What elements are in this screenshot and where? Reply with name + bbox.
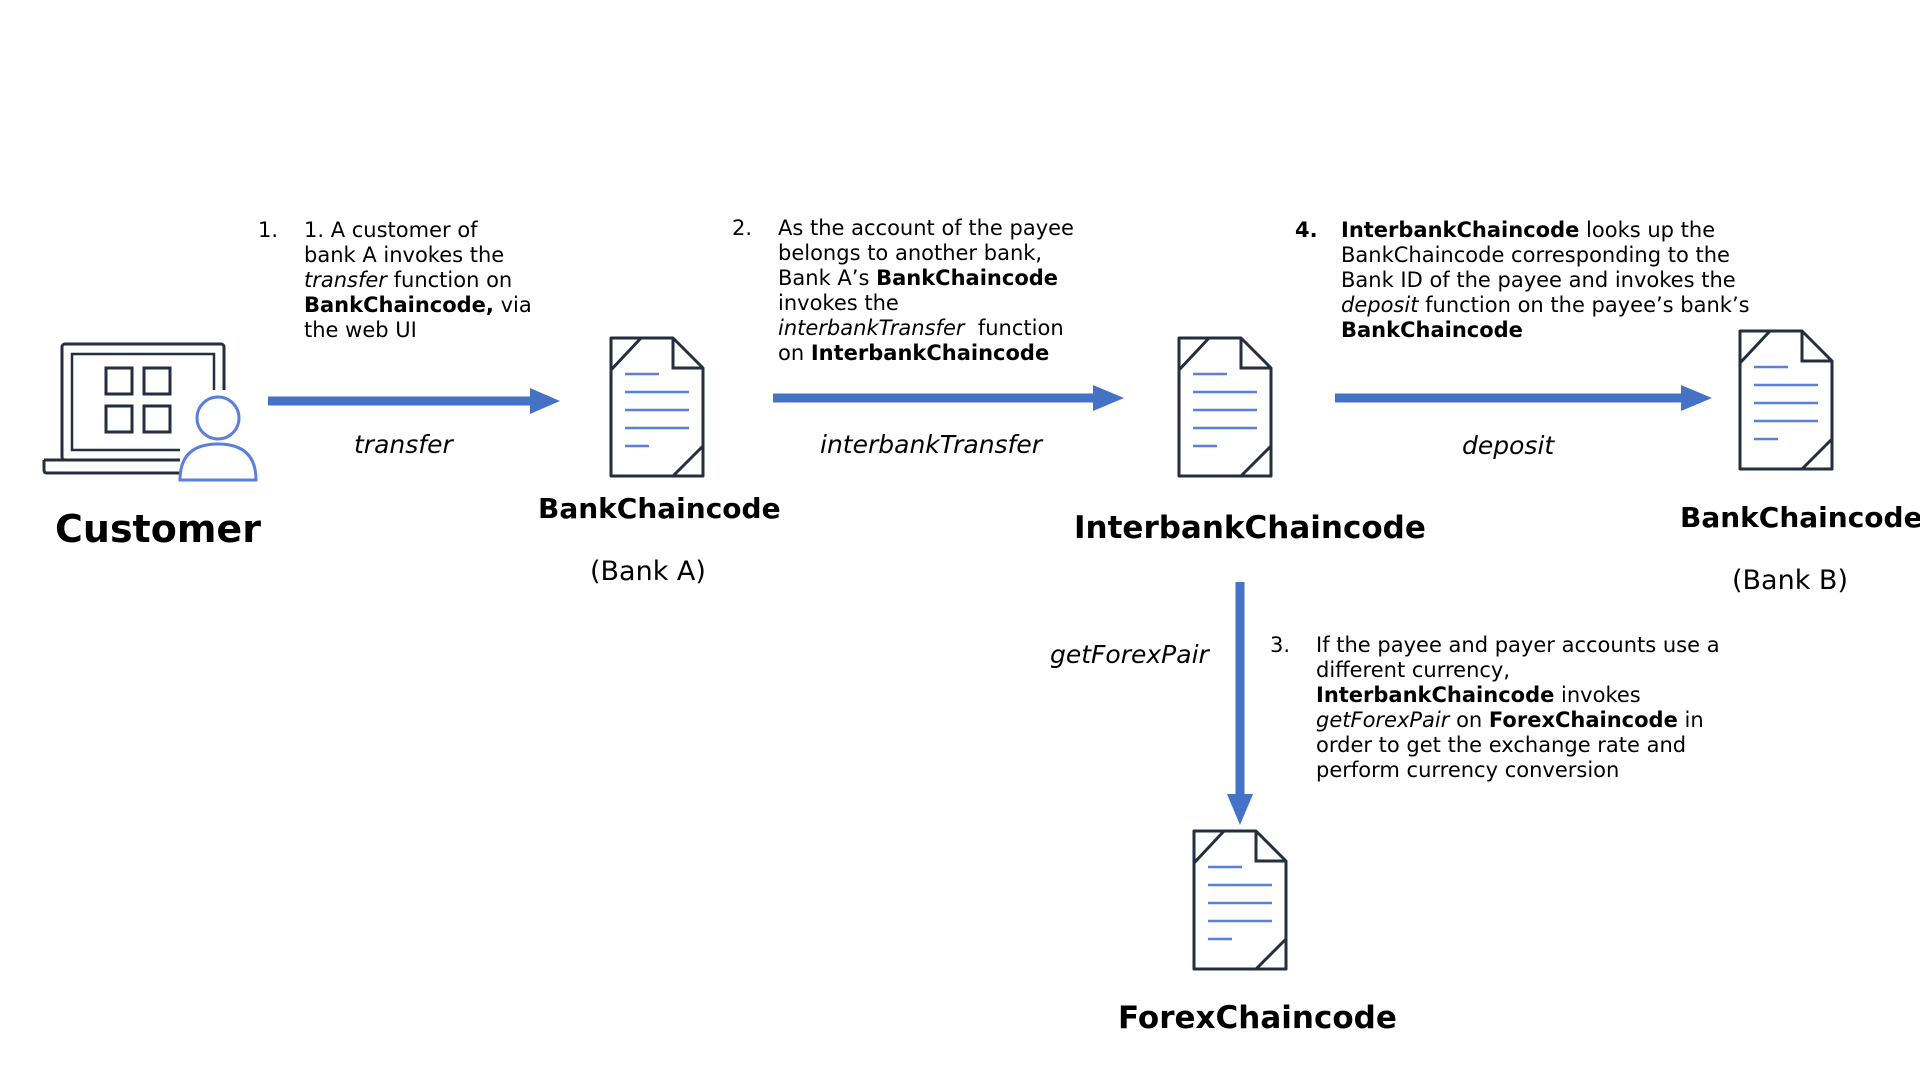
step-text: on: [1449, 708, 1489, 732]
step-text: looks up the: [1579, 218, 1716, 242]
step-line: Bank A’s BankChaincode: [778, 266, 1074, 291]
step-line: BankChaincode corresponding to the: [1341, 243, 1730, 267]
chaincode-name: BankChaincode: [1341, 318, 1523, 342]
chaincode-name: ForexChaincode: [1488, 708, 1678, 732]
step-line: As the account of the payee: [778, 216, 1074, 240]
forex-title: ForexChaincode: [1118, 1000, 1397, 1036]
step-text: invokes: [1554, 683, 1641, 707]
function-name: getForexPair: [1316, 708, 1450, 732]
step-text: function on: [386, 268, 513, 292]
document-icon: [1190, 829, 1290, 971]
bank-b-subtitle: (Bank B): [1732, 565, 1848, 596]
step-line: belongs to another bank,: [778, 241, 1043, 265]
chaincode-name: InterbankChaincode: [1316, 683, 1555, 707]
step-text: function: [964, 316, 1064, 340]
arrow-down-icon: [1225, 582, 1255, 828]
edge-label-get-forex-pair: getForexPair: [1050, 640, 1209, 669]
arrow-right-icon: [1335, 383, 1715, 413]
step-4-annotation: 4. InterbankChaincode looks up the BankC…: [1295, 218, 1765, 353]
edge-label-deposit: deposit: [1462, 431, 1555, 460]
chaincode-name: BankChaincode: [876, 266, 1059, 290]
document-icon: [1175, 336, 1275, 478]
step-line: If the payee and payer accounts use a: [1316, 633, 1720, 657]
document-icon: [607, 336, 707, 478]
arrow-right-icon: [773, 383, 1127, 413]
chaincode-name: InterbankChaincode: [1341, 218, 1580, 242]
step-text: on: [778, 341, 811, 365]
edge-label-interbank-transfer: interbankTransfer: [820, 430, 1043, 459]
step-line: interbankTransfer function: [778, 316, 1074, 341]
step-number: 3.: [1270, 633, 1291, 657]
step-line: Bank ID of the payee and invokes the: [1341, 268, 1736, 292]
step-line: BankChaincode, via: [304, 293, 532, 318]
step-text: function on the payee’s bank’s: [1418, 293, 1750, 317]
edge-label-transfer: transfer: [354, 430, 453, 459]
step-line: the web UI: [304, 318, 417, 342]
bank-a-subtitle: (Bank A): [590, 556, 706, 587]
step-line: BankChaincode: [1341, 318, 1750, 343]
step-line: transfer function on: [304, 268, 532, 293]
interbank-title: InterbankChaincode: [1074, 510, 1426, 546]
arrow-right-icon: [268, 386, 563, 416]
laptop-user-icon: [40, 340, 270, 490]
step-line: order to get the exchange rate and: [1316, 733, 1687, 757]
step-2-annotation: 2. As the account of the payee belongs t…: [732, 216, 1092, 376]
step-1-annotation: 1. 1. A customer of bank A invokes the t…: [258, 218, 538, 348]
function-name: deposit: [1341, 293, 1419, 317]
step-line: InterbankChaincode invokes: [1316, 683, 1720, 708]
step-number: 2.: [732, 216, 753, 240]
step-line: different currency,: [1316, 658, 1511, 682]
step-text: in: [1677, 708, 1704, 732]
step-number: 1.: [258, 218, 279, 242]
step-text: via: [493, 293, 532, 317]
function-name: interbankTransfer: [778, 316, 965, 340]
step-line: deposit function on the payee’s bank’s: [1341, 293, 1750, 318]
step-line: InterbankChaincode looks up the: [1341, 218, 1750, 243]
document-icon: [1736, 329, 1836, 471]
function-name: transfer: [304, 268, 387, 292]
step-line: getForexPair on ForexChaincode in: [1316, 708, 1720, 733]
step-3-annotation: 3. If the payee and payer accounts use a…: [1270, 633, 1740, 793]
step-line: invokes the: [778, 291, 899, 315]
bank-a-title: BankChaincode: [538, 492, 781, 525]
step-line: perform currency conversion: [1316, 758, 1620, 782]
chaincode-name: InterbankChaincode: [810, 341, 1050, 365]
chaincode-name: BankChaincode,: [304, 293, 494, 317]
customer-label: Customer: [55, 507, 261, 551]
step-line: 1. A customer of: [304, 218, 478, 242]
step-line: on InterbankChaincode: [778, 341, 1074, 366]
step-text: Bank A’s: [778, 266, 877, 290]
bank-b-title: BankChaincode: [1680, 501, 1920, 534]
step-number: 4.: [1295, 218, 1318, 242]
step-line: bank A invokes the: [304, 243, 505, 267]
